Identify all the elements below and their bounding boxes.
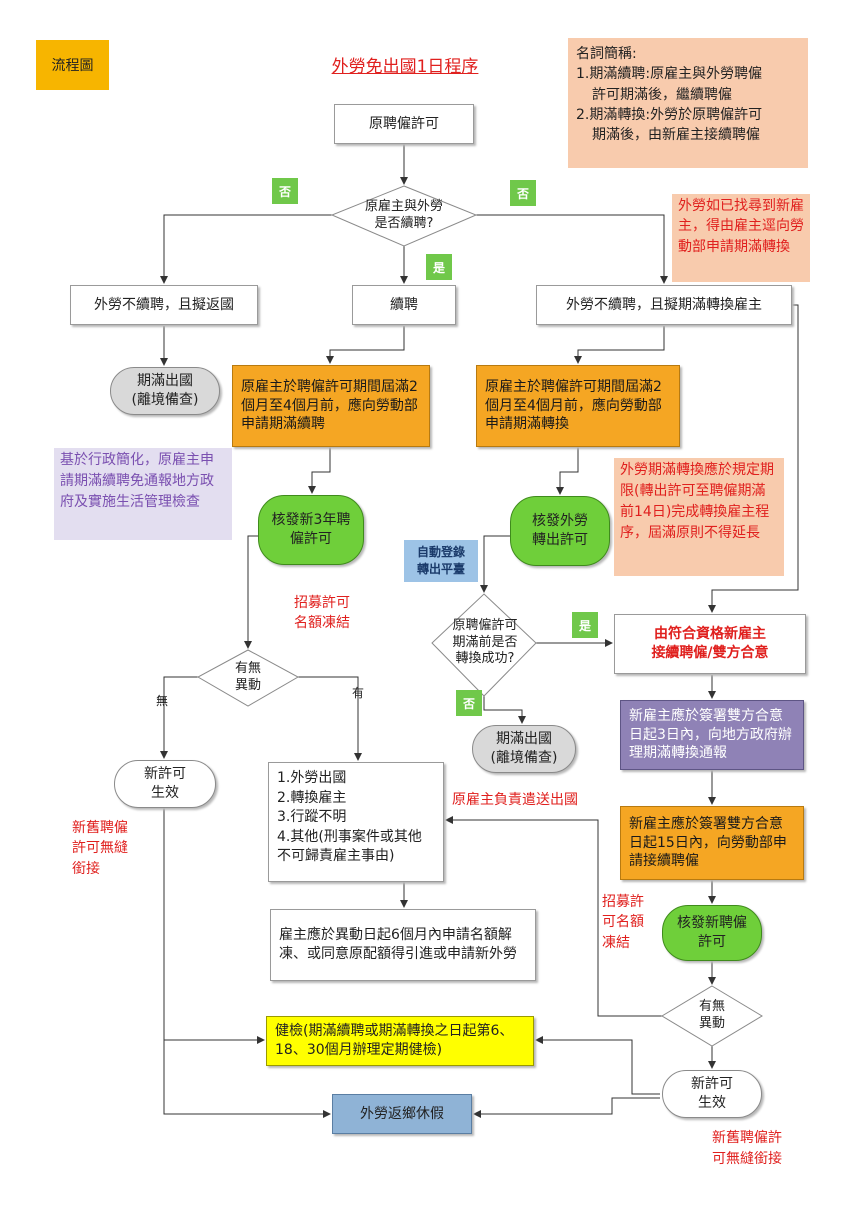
depart-2-line2: (離境備查)	[490, 750, 558, 766]
home-leave-box: 外勞返鄉休假	[332, 1094, 472, 1134]
label-no-transfer: 否	[456, 690, 482, 716]
seamless-2-line1: 新舊聘僱許	[712, 1130, 782, 1146]
glossary-item-1b: 許可期滿後，繼續聘僱	[592, 86, 732, 103]
quota-apply-box: 雇主應於異動日起6個月內申請名額解凍、或同意原配額得引進或申請新外勞	[270, 909, 536, 981]
label-none: 無	[156, 694, 169, 708]
seamless-1-line3: 銜接	[72, 860, 100, 877]
notify-local-box: 新雇主應於簽署雙方合意日起3日內，向地方政府辦理期滿轉換通報	[620, 700, 804, 770]
decision-change-diamond-2	[661, 985, 763, 1047]
issue-transfer-line2: 轉出許可	[532, 532, 588, 548]
apply-new-hire-box: 新雇主應於簽署雙方合意日起15日內，向勞動部申請接續聘僱	[620, 806, 804, 880]
new-permit-1-line1: 新許可	[144, 766, 186, 783]
new-employer-line1: 由符合資格新雇主	[654, 626, 766, 643]
seamless-2-line2: 可無縫銜接	[712, 1151, 782, 1167]
decision-continue-line2: 是否續聘?	[374, 216, 434, 231]
decision-change-1-text: 有無 異動	[208, 660, 288, 696]
change-item-3: 3.行蹤不明	[277, 809, 347, 826]
glossary-item-2a: 2.期滿轉換:外勞於原聘僱許可	[576, 106, 763, 123]
issue-3yr-line1: 核發新3年聘	[271, 512, 351, 529]
no-continue-return-box: 外勞不續聘，且擬返國	[70, 285, 258, 325]
auto-register-line1: 自動登錄	[416, 545, 465, 560]
depart-1-line1: 期滿出國	[137, 373, 193, 390]
issue-transfer-permit: 核發外勞 轉出許可	[510, 496, 610, 566]
depart-box-2: 期滿出國 (離境備查)	[472, 725, 576, 773]
continue-hire-box: 續聘	[352, 285, 456, 325]
glossary-heading: 名詞簡稱:	[576, 46, 637, 62]
decision-transfer-text: 原聘僱許可 期滿前是否 轉換成功?	[440, 612, 530, 674]
page-title: 外勞免出國1日程序	[331, 57, 479, 77]
decision-transfer-line3: 轉換成功?	[455, 651, 515, 667]
admin-simplify-note: 基於行政簡化，原雇主申請期滿續聘免通報地方政府及實施生活管理檢查	[54, 448, 232, 540]
new-employer-box: 由符合資格新雇主 接續聘僱/雙方合意	[614, 614, 806, 674]
change-item-2: 2.轉換雇主	[277, 789, 347, 806]
flowchart-tag: 流程圖	[36, 40, 109, 90]
issue-transfer-line1: 核發外勞	[532, 513, 588, 530]
label-has: 有	[352, 686, 365, 700]
issue-new-permit: 核發新聘僱 許可	[662, 905, 762, 961]
glossary-item-1a: 1.期滿續聘:原雇主與外勞聘僱	[576, 66, 763, 83]
auto-register-line2: 轉出平臺	[416, 562, 465, 576]
issue-3yr-permit: 核發新3年聘 僱許可	[258, 495, 364, 565]
health-check-box: 健檢(期滿續聘或期滿轉換之日起第6、18、30個月辦理定期健檢)	[266, 1016, 534, 1066]
deadline-note: 外勞期滿轉換應於規定期限(轉出許可至聘僱期滿前14日)完成轉換雇主程序，屆滿原則…	[614, 458, 784, 576]
quota-freeze-2-line1: 招募許	[602, 894, 644, 910]
issue-new-line2: 許可	[698, 934, 726, 950]
label-yes-transfer: 是	[572, 612, 598, 638]
seamless-note-2: 新舊聘僱許 可無縫銜接	[712, 1128, 822, 1170]
decision-change-1-line1: 有無	[234, 661, 261, 677]
decision-transfer-diamond	[431, 593, 537, 697]
glossary-item-2b: 期滿後，由新雇主接續聘僱	[592, 127, 760, 144]
change-item-1: 1.外勞出國	[277, 770, 347, 786]
quota-freeze-1-line2: 名額凍結	[294, 614, 350, 631]
depart-2-line1: 期滿出國	[496, 731, 552, 748]
quota-freeze-2-line2: 可名額	[602, 914, 644, 931]
new-employer-line2: 接續聘僱/雙方合意	[651, 645, 769, 661]
decision-change-diamond-1	[196, 649, 300, 707]
quota-freeze-2-line3: 凍結	[602, 934, 630, 951]
found-new-employer-note: 外勞如已找尋到新雇主，得由雇主逕向勞動部申請期滿轉換	[672, 194, 810, 282]
new-permit-1-line2: 生效	[151, 785, 179, 801]
new-permit-2-line1: 新許可	[691, 1076, 733, 1093]
decision-transfer-line1: 原聘僱許可	[452, 617, 518, 633]
original-permit-box: 原聘僱許可	[334, 104, 474, 144]
decision-continue-diamond	[330, 185, 478, 247]
seamless-1-line1: 新舊聘僱	[72, 820, 128, 836]
issue-3yr-line2: 僱許可	[289, 531, 332, 547]
label-no-left: 否	[272, 178, 298, 204]
decision-continue-line1: 原雇主與外勞	[364, 199, 443, 215]
issue-new-line1: 核發新聘僱	[677, 915, 747, 932]
label-yes-mid: 是	[426, 254, 452, 280]
decision-transfer-line2: 期滿前是否	[452, 634, 518, 650]
depart-box-1: 期滿出國 (離境備查)	[110, 367, 220, 415]
change-item-4: 4.其他(刑事案件或其他不可歸責雇主事由)	[277, 828, 422, 865]
auto-register-tag: 自動登錄 轉出平臺	[404, 540, 478, 582]
quota-freeze-1-line1: 招募許可	[294, 595, 350, 611]
decision-continue-text: 原雇主與外勞 是否續聘?	[342, 196, 466, 236]
no-continue-transfer-box: 外勞不續聘，且擬期滿轉換雇主	[536, 285, 792, 325]
change-list-box: 1.外勞出國 2.轉換雇主 3.行蹤不明 4.其他(刑事案件或其他不可歸責雇主事…	[268, 762, 444, 882]
depart-1-line2: (離境備查)	[131, 392, 199, 408]
apply-transfer-box: 原雇主於聘僱許可期間屆滿2個月至4個月前，應向勞動部申請期滿轉換	[476, 365, 680, 447]
seamless-note-1: 新舊聘僱 許可無縫 銜接	[72, 818, 152, 879]
seamless-1-line2: 許可無縫	[72, 840, 128, 857]
new-permit-2-line2: 生效	[698, 1095, 726, 1111]
quota-freeze-note-1: 招募許可 名額凍結	[282, 594, 362, 633]
quota-freeze-note-2: 招募許 可名額 凍結	[602, 892, 662, 953]
decision-change-2-line1: 有無	[698, 999, 725, 1015]
new-permit-1: 新許可 生效	[114, 760, 216, 808]
glossary-box: 名詞簡稱: 1.期滿續聘:原雇主與外勞聘僱 許可期滿後，繼續聘僱 2.期滿轉換:…	[568, 38, 808, 168]
decision-change-2-text: 有無 異動	[672, 998, 752, 1034]
apply-continue-box: 原雇主於聘僱許可期間屆滿2個月至4個月前，應向勞動部申請期滿續聘	[232, 365, 430, 447]
decision-change-2-line2: 異動	[698, 1016, 725, 1031]
decision-change-1-line2: 異動	[234, 678, 261, 693]
new-permit-2: 新許可 生效	[662, 1070, 762, 1118]
send-home-note: 原雇主負責遣送出國	[452, 792, 578, 808]
label-no-right: 否	[510, 180, 536, 206]
